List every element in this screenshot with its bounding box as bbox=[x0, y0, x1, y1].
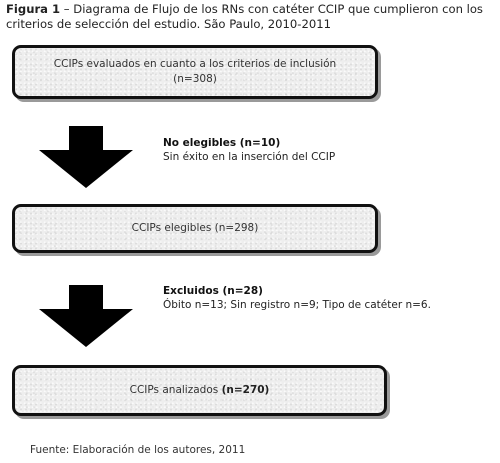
down-arrow-2 bbox=[39, 285, 133, 347]
analyzed-box-text: CCIPs analizados (n=270) bbox=[130, 383, 270, 398]
eligible-box-label: CCIPs elegibles (n=298) bbox=[131, 222, 259, 234]
down-arrow-2-shape bbox=[39, 285, 133, 347]
down-arrow-1 bbox=[39, 126, 133, 188]
source-note: Fuente: Elaboración de los autores, 2011 bbox=[30, 444, 246, 456]
evaluated-box: CCIPs evaluados en cuanto a los criterio… bbox=[12, 45, 378, 99]
figure-caption: Figura 1 – Diagrama de Flujo de los RNs … bbox=[6, 2, 496, 32]
down-arrow-1-shape bbox=[39, 126, 133, 188]
excluded-title: Excluidos (n=28) bbox=[163, 285, 263, 297]
not-eligible-detail: Sin éxito en la inserción del CCIP bbox=[163, 151, 336, 163]
figure-label: Figura 1 bbox=[6, 2, 61, 16]
figure-title: – Diagrama de Flujo de los RNs con catét… bbox=[6, 2, 483, 31]
excluded-note: Excluidos (n=28) Óbito n=13; Sin registr… bbox=[163, 284, 431, 312]
not-eligible-title: No elegibles (n=10) bbox=[163, 137, 281, 149]
analyzed-box: CCIPs analizados (n=270) bbox=[12, 365, 387, 416]
evaluated-box-count: (n=308) bbox=[173, 73, 217, 85]
analyzed-box-label: CCIPs analizados bbox=[129, 384, 222, 396]
eligible-box: CCIPs elegibles (n=298) bbox=[12, 204, 378, 253]
evaluated-box-label: CCIPs evaluados en cuanto a los criterio… bbox=[53, 58, 337, 70]
not-eligible-note: No elegibles (n=10) Sin éxito en la inse… bbox=[163, 136, 335, 164]
analyzed-box-count: (n=270) bbox=[221, 384, 270, 396]
excluded-detail: Óbito n=13; Sin registro n=9; Tipo de ca… bbox=[163, 299, 431, 311]
